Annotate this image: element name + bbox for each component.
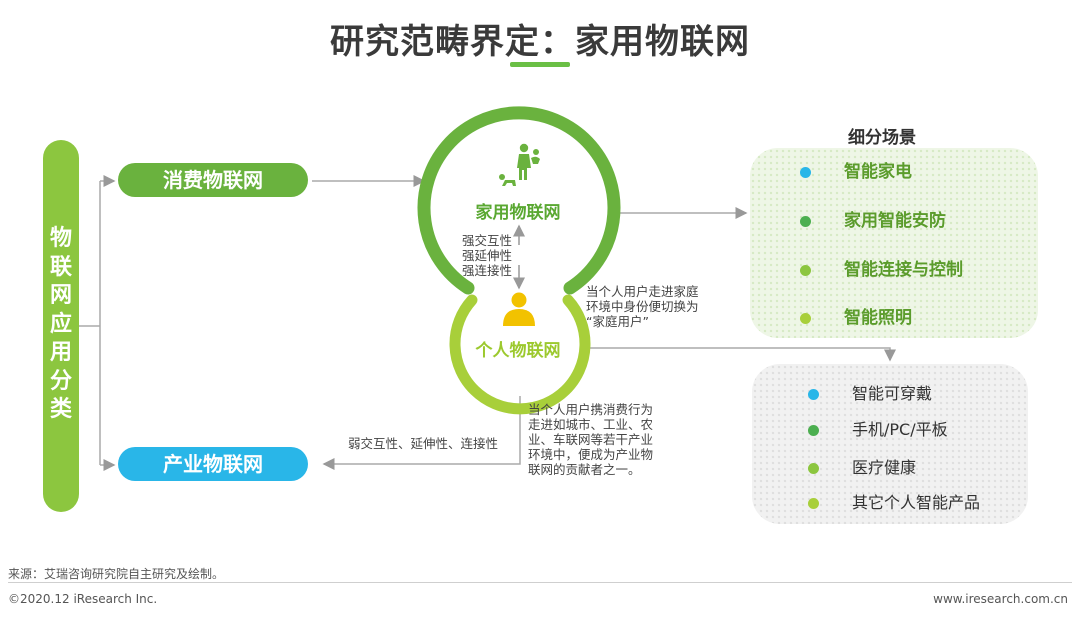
scene-label: 其它个人智能产品	[852, 493, 981, 512]
note-line: 环境中身份便切换为	[586, 299, 699, 314]
note-line: 走进如城市、工业、农	[528, 417, 654, 432]
page-title: 研究范畴界定：家用物联网	[330, 22, 750, 62]
scenes-heading: 细分场景	[848, 128, 916, 148]
note-line: “家庭用户”	[586, 314, 649, 329]
weak-traits-note: 弱交互性、延伸性、连接性	[348, 436, 499, 451]
identity-switch-note: 当个人用户走进家庭 环境中身份便切换为 “家庭用户”	[586, 284, 716, 329]
industry-contribution-note: 当个人用户携消费行为 走进如城市、工业、农 业、车联网等若干产业 环境中，便成为…	[528, 402, 668, 477]
personal-iot-label: 个人物联网	[475, 341, 561, 361]
note-line: 当个人用户携消费行为	[528, 402, 654, 417]
scene-label: 智能可穿戴	[852, 384, 933, 403]
note-line: 业、车联网等若干产业	[528, 432, 654, 447]
note-line: 强交互性	[462, 233, 513, 248]
scene-label: 医疗健康	[852, 458, 917, 477]
person-icon	[503, 292, 535, 326]
scene-label: 智能连接与控制	[844, 260, 963, 280]
note-line: 强连接性	[462, 263, 513, 278]
scene-label: 智能照明	[844, 308, 912, 328]
bullet-icon	[800, 167, 811, 178]
bullet-icon	[800, 313, 811, 324]
bullet-icon	[808, 463, 819, 474]
scene-label: 家用智能安防	[844, 211, 946, 231]
copyright: ©2020.12 iResearch Inc.	[8, 592, 158, 606]
bullet-icon	[808, 425, 819, 436]
note-line: 联网的贡献者之一。	[528, 462, 641, 477]
note-line: 强延伸性	[462, 248, 513, 263]
family-icon	[499, 143, 540, 186]
bullet-icon	[808, 498, 819, 509]
footer-divider	[8, 582, 1072, 583]
personal-scenes-box: 智能可穿戴 手机/PC/平板 医疗健康 其它个人智能产品	[752, 364, 1028, 524]
scene-label: 智能家电	[844, 162, 912, 182]
home-iot-label: 家用物联网	[475, 203, 561, 223]
industrial-iot-pill: 产业物联网	[118, 447, 308, 481]
scene-label: 手机/PC/平板	[852, 420, 948, 439]
bullet-icon	[800, 265, 811, 276]
note-line: 当个人用户走进家庭	[586, 284, 699, 299]
strong-traits-note: 强交互性 强延伸性 强连接性	[462, 233, 532, 278]
website-link[interactable]: www.iresearch.com.cn	[933, 592, 1068, 606]
title-underline	[510, 62, 570, 67]
note-line: 环境中，便成为产业物	[528, 447, 654, 462]
source-note: 来源：艾瑞咨询研究院自主研究及绘制。	[8, 567, 225, 581]
home-scenes-box: 智能家电 家用智能安防 智能连接与控制 智能照明	[750, 148, 1038, 338]
iot-category-label: 物联网应用分类	[49, 226, 72, 422]
iot-category-bar	[43, 140, 79, 512]
bullet-icon	[808, 389, 819, 400]
bullet-icon	[800, 216, 811, 227]
consumer-iot-pill: 消费物联网	[118, 163, 308, 197]
